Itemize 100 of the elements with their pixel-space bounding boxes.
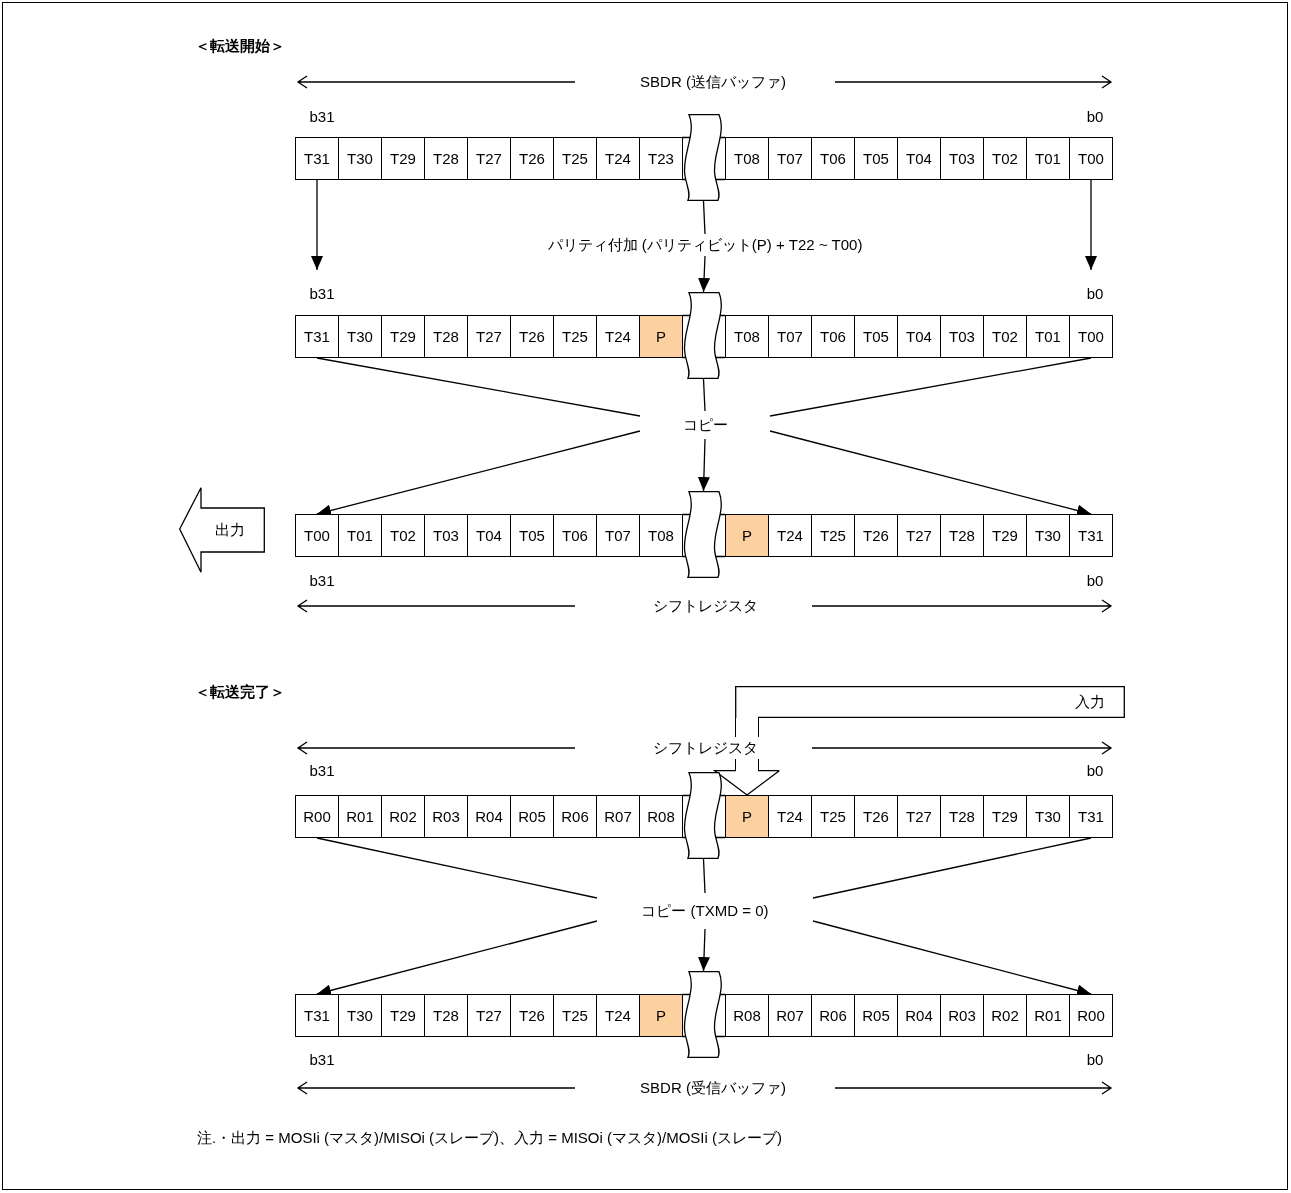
register-cell: T26 bbox=[854, 514, 898, 557]
connector-line bbox=[702, 200, 706, 235]
register-cell: T26 bbox=[510, 315, 554, 358]
register-cell: T05 bbox=[854, 137, 898, 180]
register-cell: T31 bbox=[1069, 514, 1113, 557]
register-cell: T25 bbox=[811, 795, 855, 838]
connector-line bbox=[812, 837, 1092, 899]
register-cell: R07 bbox=[596, 795, 640, 838]
register-cell: T06 bbox=[811, 315, 855, 358]
label-text: b0 bbox=[1086, 572, 1104, 590]
label-text: b0 bbox=[1086, 285, 1104, 303]
register-cell: T29 bbox=[381, 137, 425, 180]
register-cell: T24 bbox=[768, 795, 812, 838]
register-cell: P bbox=[725, 514, 769, 557]
register-cell: P bbox=[639, 315, 683, 358]
register-cell: T27 bbox=[467, 994, 511, 1037]
register-cell: T02 bbox=[983, 315, 1027, 358]
register-cell: T30 bbox=[1026, 795, 1070, 838]
connector-line bbox=[702, 858, 706, 894]
register-cell: T28 bbox=[940, 514, 984, 557]
register-cell: R06 bbox=[811, 994, 855, 1037]
register-cell: T30 bbox=[1026, 514, 1070, 557]
register-cell: T01 bbox=[1026, 315, 1070, 358]
register-cell: R08 bbox=[639, 795, 683, 838]
register-cell: T04 bbox=[897, 137, 941, 180]
register-cell: T25 bbox=[553, 315, 597, 358]
register-cell: T24 bbox=[596, 137, 640, 180]
register-cell: R02 bbox=[381, 795, 425, 838]
register-cell: T24 bbox=[596, 994, 640, 1037]
register-cell: T08 bbox=[639, 514, 683, 557]
arrow bbox=[697, 438, 710, 492]
register-cell: T04 bbox=[467, 514, 511, 557]
register-cell: R00 bbox=[295, 795, 339, 838]
register-cell: T00 bbox=[295, 514, 339, 557]
register-cell: T05 bbox=[510, 514, 554, 557]
label-text: b31 bbox=[309, 1051, 335, 1069]
register-cell: T29 bbox=[983, 795, 1027, 838]
annotation-text: コピー bbox=[640, 411, 770, 439]
register-cell: R03 bbox=[940, 994, 984, 1037]
label-text: SBDR (受信バッファ) bbox=[640, 1079, 786, 1097]
section-heading: ＜転送開始＞ bbox=[195, 37, 285, 55]
register-cell: R02 bbox=[983, 994, 1027, 1037]
register-cell: T00 bbox=[1069, 137, 1113, 180]
register-cell: T07 bbox=[768, 315, 812, 358]
label-text: b0 bbox=[1086, 108, 1104, 126]
register-cell: T28 bbox=[940, 795, 984, 838]
register-cell: T28 bbox=[424, 137, 468, 180]
register-cell: T07 bbox=[768, 137, 812, 180]
register-cell: T26 bbox=[510, 137, 554, 180]
register-cell: T28 bbox=[424, 315, 468, 358]
register-cell: T28 bbox=[424, 994, 468, 1037]
register-cell: T02 bbox=[983, 137, 1027, 180]
register-cell: R00 bbox=[1069, 994, 1113, 1037]
register-cell: T03 bbox=[940, 137, 984, 180]
register-cell: T01 bbox=[338, 514, 382, 557]
register-cell: R08 bbox=[725, 994, 769, 1037]
arrow bbox=[311, 179, 323, 271]
register-cell: T25 bbox=[811, 514, 855, 557]
register-cell: R07 bbox=[768, 994, 812, 1037]
register-cell: T07 bbox=[596, 514, 640, 557]
register-cell: T26 bbox=[510, 994, 554, 1037]
register-cell: T29 bbox=[381, 315, 425, 358]
label-text: b0 bbox=[1086, 762, 1104, 780]
label-text: b0 bbox=[1086, 1051, 1104, 1069]
break-mark bbox=[680, 114, 727, 201]
connector-line bbox=[702, 378, 706, 412]
label-text: 注.・出力 = MOSIi (マスタ)/MISOi (スレーブ)、入力 = MISOi (マスタ)/MOSIi (スレーブ) bbox=[197, 1129, 782, 1147]
output-arrow bbox=[179, 487, 265, 573]
register-cell: T03 bbox=[424, 514, 468, 557]
register-cell: T27 bbox=[897, 514, 941, 557]
register-cell: R05 bbox=[854, 994, 898, 1037]
register-cell: T25 bbox=[553, 994, 597, 1037]
register-cell: T25 bbox=[553, 137, 597, 180]
register-cell: T23 bbox=[639, 137, 683, 180]
register-cell: T27 bbox=[467, 315, 511, 358]
label-text: b31 bbox=[309, 572, 335, 590]
register-cell: T02 bbox=[381, 514, 425, 557]
label-text: b31 bbox=[309, 762, 335, 780]
register-cell: T04 bbox=[897, 315, 941, 358]
break-mark bbox=[680, 491, 727, 578]
break-mark bbox=[680, 292, 727, 379]
register-cell: T29 bbox=[381, 994, 425, 1037]
register-cell: R01 bbox=[338, 795, 382, 838]
arrow-label: 入力 bbox=[1075, 692, 1105, 712]
register-cell: R01 bbox=[1026, 994, 1070, 1037]
register-cell: P bbox=[725, 795, 769, 838]
register-cell: T30 bbox=[338, 315, 382, 358]
block-arrow bbox=[713, 718, 781, 796]
register-cell: T27 bbox=[897, 795, 941, 838]
register-cell: T26 bbox=[854, 795, 898, 838]
register-cell: R05 bbox=[510, 795, 554, 838]
register-cell: T08 bbox=[725, 137, 769, 180]
arrow-label: 出力 bbox=[215, 520, 245, 540]
register-cell: T24 bbox=[596, 315, 640, 358]
connector-line bbox=[316, 837, 598, 899]
section-heading: ＜転送完了＞ bbox=[195, 683, 285, 701]
arrow bbox=[698, 928, 710, 972]
register-cell: R04 bbox=[467, 795, 511, 838]
register-cell: T31 bbox=[295, 315, 339, 358]
register-cell: T31 bbox=[1069, 795, 1113, 838]
